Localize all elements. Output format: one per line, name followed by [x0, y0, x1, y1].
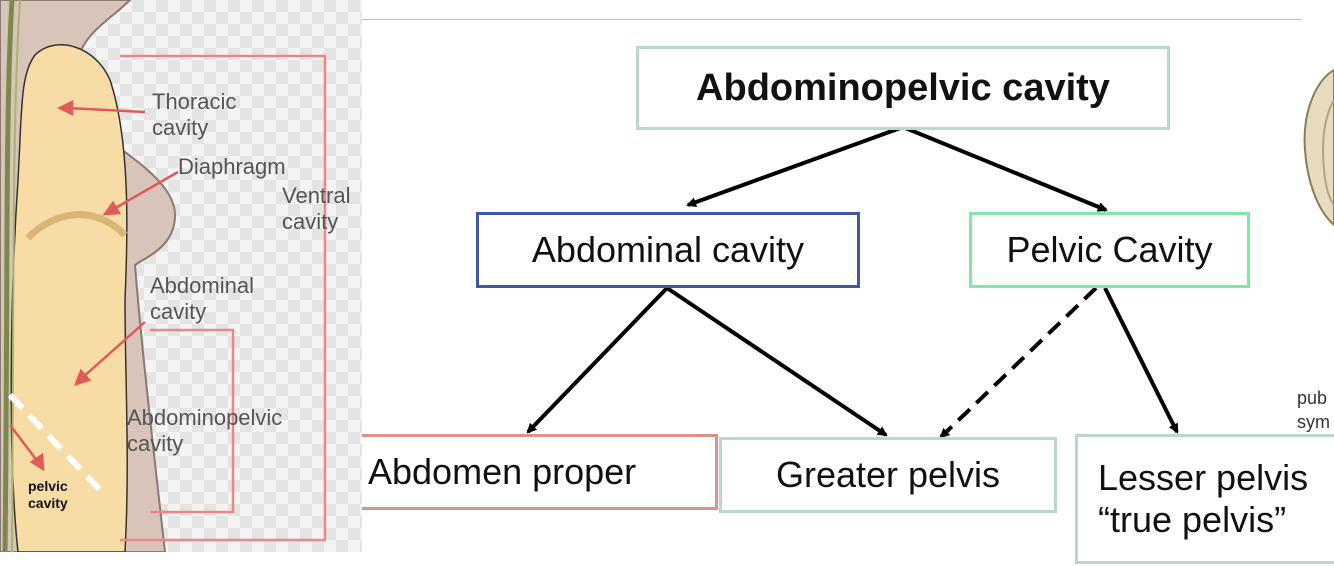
anatomy-figure: Thoracic cavity Diaphragm Ventral cavity… — [0, 0, 362, 552]
arrow-root-to-pelvic — [902, 125, 1108, 212]
node-pelvic-cavity: Pelvic Cavity — [969, 212, 1250, 288]
arrow-pelvic-to-greater-pelvis-dashed — [939, 286, 1098, 439]
node-abdomen-proper: Abdomen proper — [362, 434, 718, 510]
abdominal-cavity-label: Abdominal cavity — [150, 273, 254, 324]
arrow-abdominal-to-greater-pelvis — [665, 286, 888, 437]
top-divider — [362, 19, 1302, 20]
node-abdominal-cavity: Abdominal cavity — [476, 212, 860, 288]
arrow-pelvic-to-lesser-pelvis — [1103, 287, 1179, 434]
node-greater-pelvis: Greater pelvis — [719, 437, 1057, 513]
node-abdominopelvic-cavity: Abdominopelvic cavity — [636, 46, 1170, 130]
diaphragm-label: Diaphragm — [178, 154, 286, 179]
arrow-abdominal-to-abdomen-proper — [526, 286, 669, 434]
diaphragm-line — [25, 211, 128, 241]
arrow-root-to-abdominal — [686, 125, 904, 207]
torso-illustration — [0, 0, 327, 552]
thoracic-cavity-label: Thoracic cavity — [152, 89, 237, 140]
pelvic-cavity-label: pelvic cavity — [28, 478, 68, 511]
cropped-pelvis-image — [1303, 68, 1334, 227]
ventral-cavity-label: Ventral cavity — [282, 183, 351, 234]
cropped-side-label: pub sym — [1297, 388, 1330, 432]
node-lesser-pelvis: Lesser pelvis “true pelvis” — [1075, 434, 1334, 564]
abdominopelvic-cavity-label: Abdominopelvic cavity — [127, 405, 283, 456]
